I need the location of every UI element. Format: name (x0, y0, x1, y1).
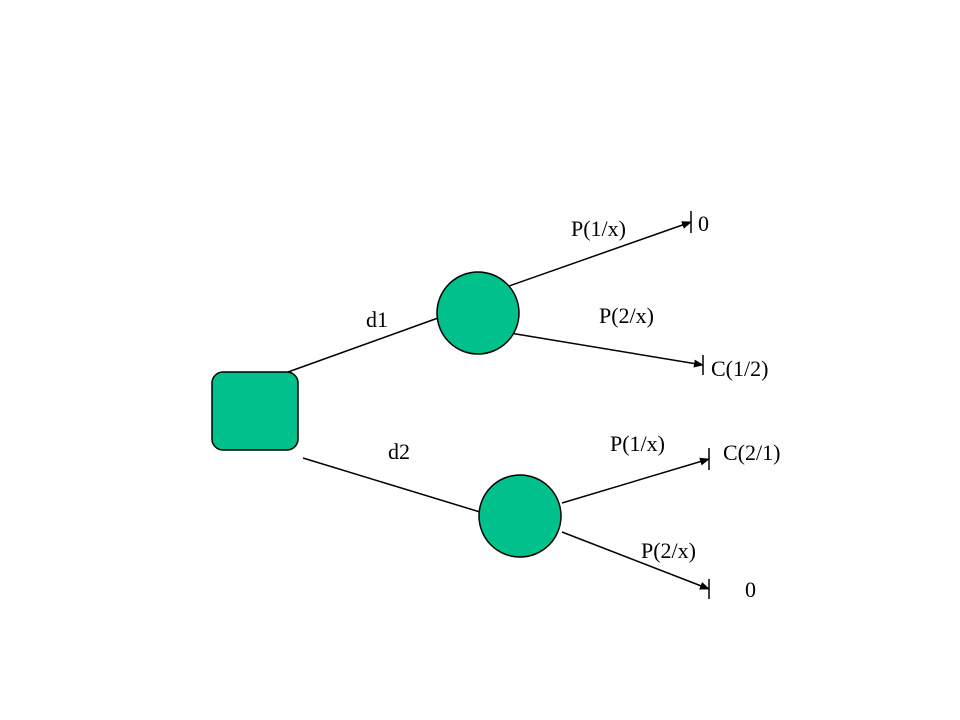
edge-d2 (302, 457, 481, 513)
branch-label-top-2: P(2/x) (599, 303, 654, 328)
chance-node-bottom (478, 474, 562, 558)
outcome-label-bottom-2: 0 (745, 577, 756, 602)
edge-top-branch-2 (509, 332, 704, 368)
branch-label-bottom-1: P(1/x) (610, 431, 665, 456)
outcome-label-bottom-1: C(2/1) (723, 440, 780, 465)
chance-node-top (436, 271, 520, 355)
edge-bottom-branch-2 (561, 531, 710, 590)
edge-top-branch-1 (491, 221, 692, 293)
edge-d1 (287, 317, 439, 373)
edge-label-d1: d1 (366, 307, 388, 332)
branch-label-bottom-2: P(2/x) (641, 538, 696, 563)
decision-node (211, 371, 299, 451)
branch-label-top-1: P(1/x) (571, 216, 626, 241)
outcome-label-top-1: 0 (698, 211, 709, 236)
edge-bottom-branch-1 (561, 457, 710, 504)
outcome-label-top-2: C(1/2) (711, 356, 768, 381)
edge-label-d2: d2 (388, 439, 410, 464)
